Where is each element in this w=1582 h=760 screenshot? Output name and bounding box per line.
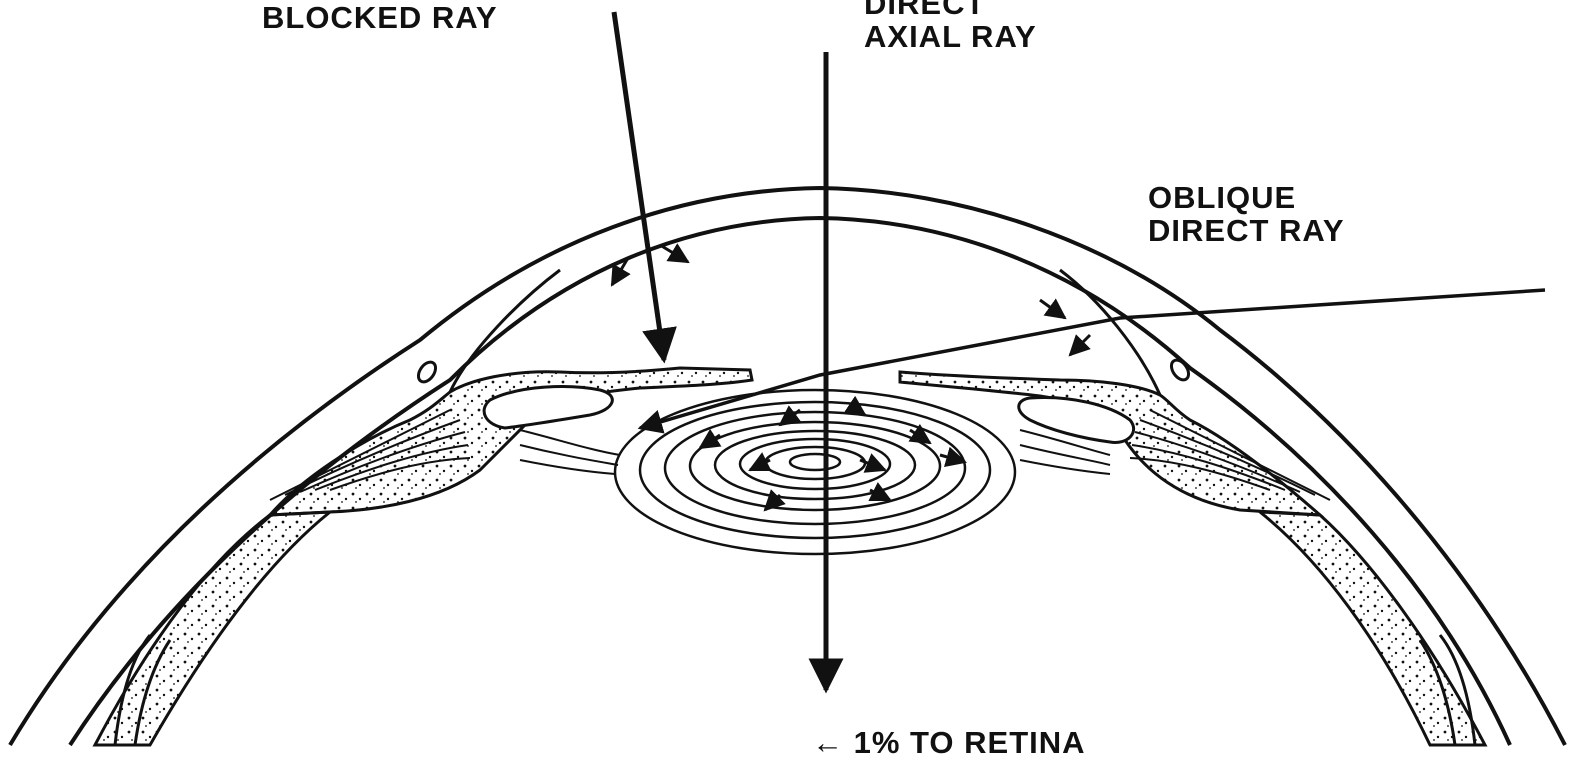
oblique-direct-ray-label: OBLIQUE DIRECT RAY (1148, 182, 1345, 247)
ciliary-body-right (900, 372, 1320, 515)
direct-axial-ray-label: DIRECT AXIAL RAY (864, 0, 1037, 53)
blocked-ray (614, 12, 664, 360)
crystalline-lens (615, 390, 1015, 554)
choroid-left (95, 512, 330, 745)
to-retina-label: ← 1% TO RETINA (812, 727, 1086, 760)
sclera-outline (10, 188, 1565, 745)
blocked-ray-label: BLOCKED RAY (262, 2, 498, 35)
choroid-right (1260, 512, 1485, 745)
